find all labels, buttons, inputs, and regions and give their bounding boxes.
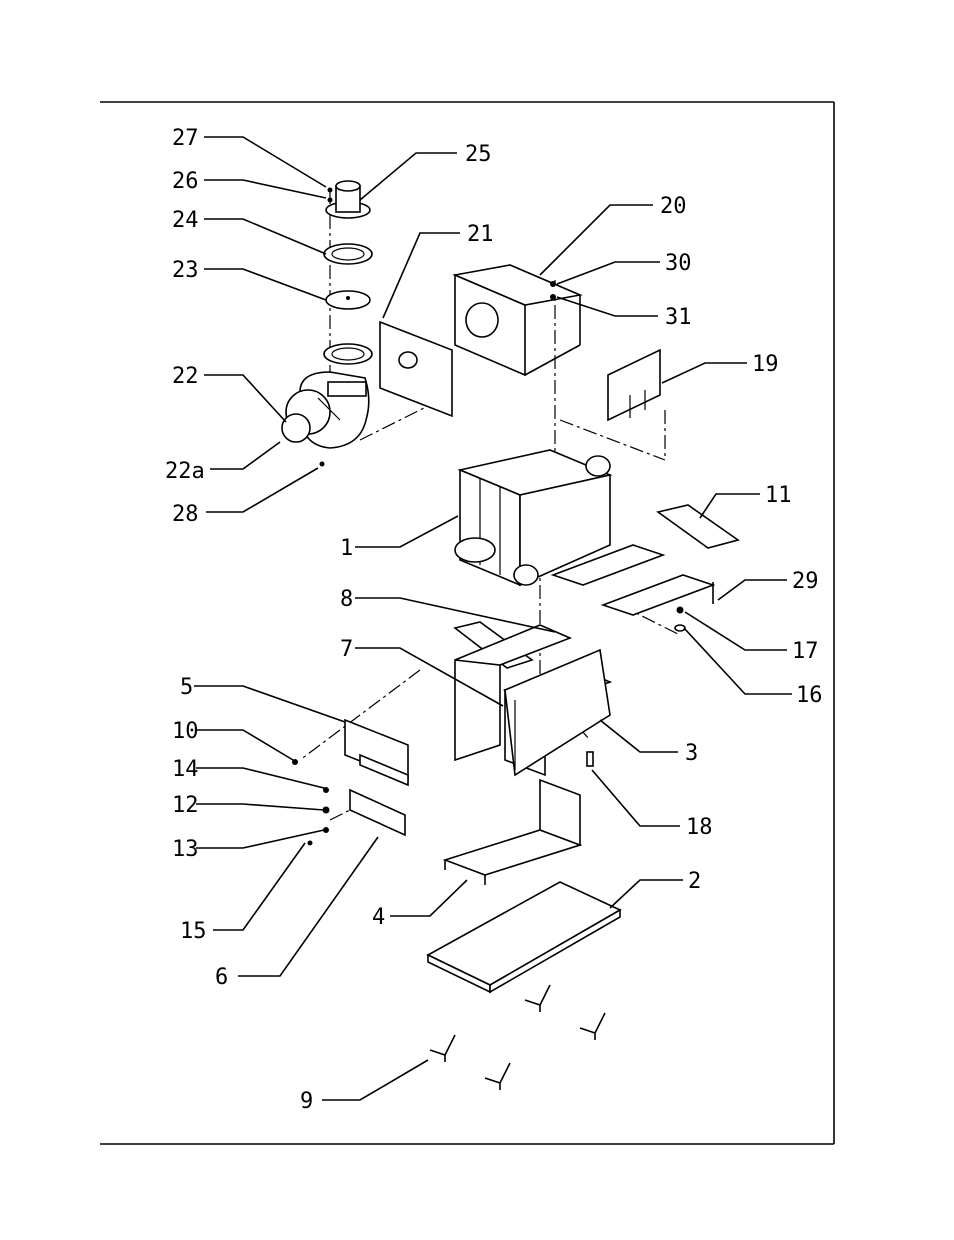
label-25: 25 (465, 142, 492, 167)
label-13: 13 (172, 837, 199, 862)
label-16: 16 (796, 683, 823, 708)
part-23-plate (326, 291, 370, 309)
label-30: 30 (665, 251, 692, 276)
label-10: 10 (172, 719, 199, 744)
label-4: 4 (372, 905, 385, 930)
label-5: 5 (180, 675, 193, 700)
label-1: 1 (340, 536, 353, 561)
part-5-bracket (345, 720, 408, 785)
label-8: 8 (340, 587, 353, 612)
label-27: 27 (172, 126, 199, 151)
label-28: 28 (172, 502, 199, 527)
label-2: 2 (688, 869, 701, 894)
label-19: 19 (752, 352, 779, 377)
part-3-side-panel (505, 650, 610, 775)
label-18: 18 (686, 815, 713, 840)
part-16-17-hardware (675, 607, 685, 632)
label-12: 12 (172, 793, 199, 818)
part-24-gasket (324, 244, 372, 264)
part-9-legs (430, 985, 605, 1090)
part-6-bracket (350, 790, 405, 835)
part-2-base (428, 882, 620, 992)
part-4-tray (445, 780, 580, 885)
part-22-blower (282, 372, 369, 448)
diagram-frame (100, 102, 834, 1144)
label-23: 23 (172, 258, 199, 283)
label-31: 31 (665, 305, 692, 330)
part-20-flue-box (455, 265, 580, 375)
part-19-baffle (608, 350, 660, 420)
part-18-bolt (587, 752, 593, 766)
label-7: 7 (340, 637, 353, 662)
label-14: 14 (172, 757, 199, 782)
label-24: 24 (172, 208, 199, 233)
part-25-flue-collar (326, 181, 370, 218)
label-22: 22 (172, 364, 199, 389)
label-11: 11 (765, 483, 792, 508)
label-20: 20 (660, 194, 687, 219)
label-17: 17 (792, 639, 819, 664)
label-3: 3 (685, 741, 698, 766)
label-21: 21 (467, 222, 494, 247)
label-15: 15 (180, 919, 207, 944)
blower-outlet-gasket (324, 344, 372, 364)
label-6: 6 (215, 965, 228, 990)
label-9: 9 (300, 1089, 313, 1114)
part-21-blower-plate (380, 322, 452, 416)
label-26: 26 (172, 169, 199, 194)
label-29: 29 (792, 569, 819, 594)
label-22a: 22a (165, 459, 205, 484)
